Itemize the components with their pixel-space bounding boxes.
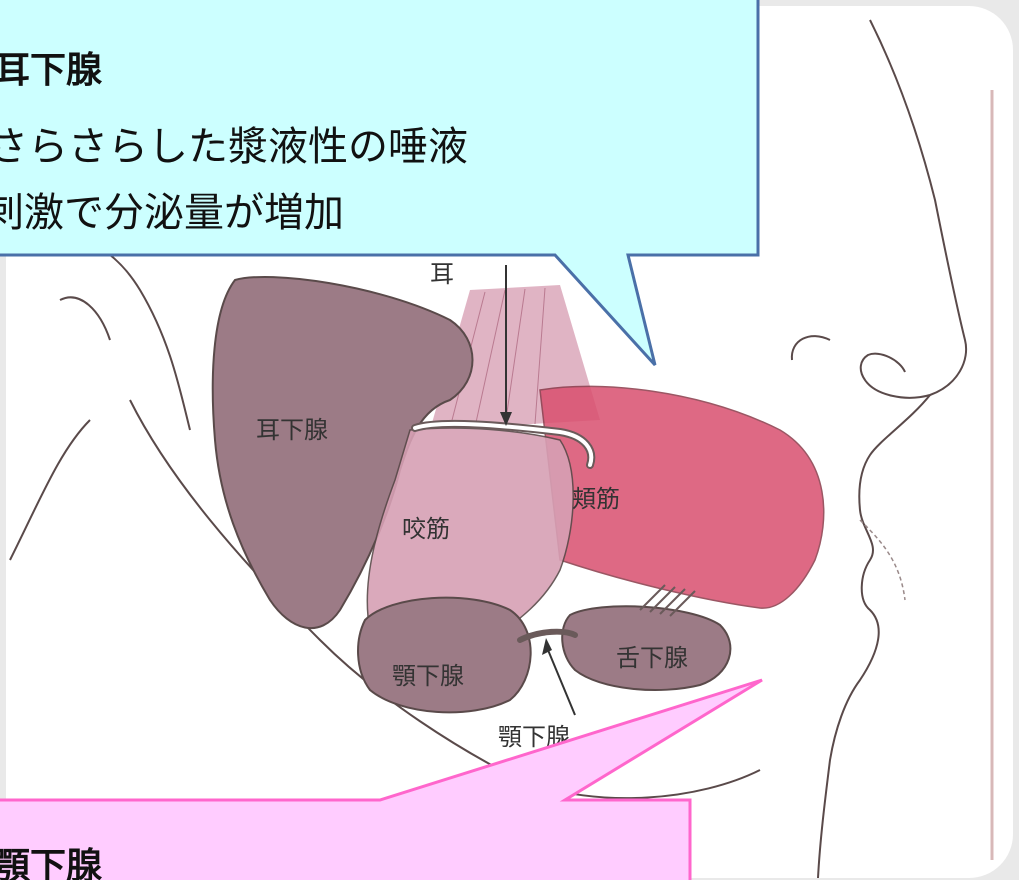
teeth-outline [859, 519, 906, 601]
label-masseter: 咬筋 [402, 515, 450, 543]
label-sublingual: 舌下腺 [616, 644, 688, 672]
callout-parotid-line-2: 刺激で分泌量が増加 [0, 190, 344, 236]
parotid-duct-inner [413, 421, 594, 467]
callout-parotid-line-1: さらさらした漿液性の唾液 [0, 124, 468, 170]
callout-parotid-title: 耳下腺 [0, 50, 103, 91]
buccinator-shape [539, 385, 825, 609]
ear-inner [59, 296, 111, 341]
nose-outline [859, 19, 968, 399]
submandibular-gland-shape [357, 596, 532, 714]
cheek-line [790, 335, 831, 361]
label-submandibular: 顎下腺 [392, 662, 464, 690]
neck-line [9, 419, 91, 561]
submandibular-arrow-head [542, 638, 552, 655]
duct-arrow-head [500, 412, 512, 426]
submandibular-duct [517, 628, 578, 643]
callout-parotid-box [0, 0, 760, 367]
label-buccinator: 頬筋 [572, 485, 620, 513]
label-parotid: 耳下腺 [256, 416, 328, 444]
jaw-line [129, 399, 761, 800]
masseter-shape [366, 427, 574, 654]
callout-submandibular-title: 顎下腺 [0, 846, 103, 880]
sublingual-ducts [639, 584, 696, 617]
callout-submandibular-box [0, 678, 763, 880]
label-top-partial: 耳 [430, 260, 454, 288]
submandibular-arrow-line [547, 649, 576, 716]
sublingual-gland-shape [561, 605, 732, 691]
lip-chin-outline [817, 394, 931, 879]
